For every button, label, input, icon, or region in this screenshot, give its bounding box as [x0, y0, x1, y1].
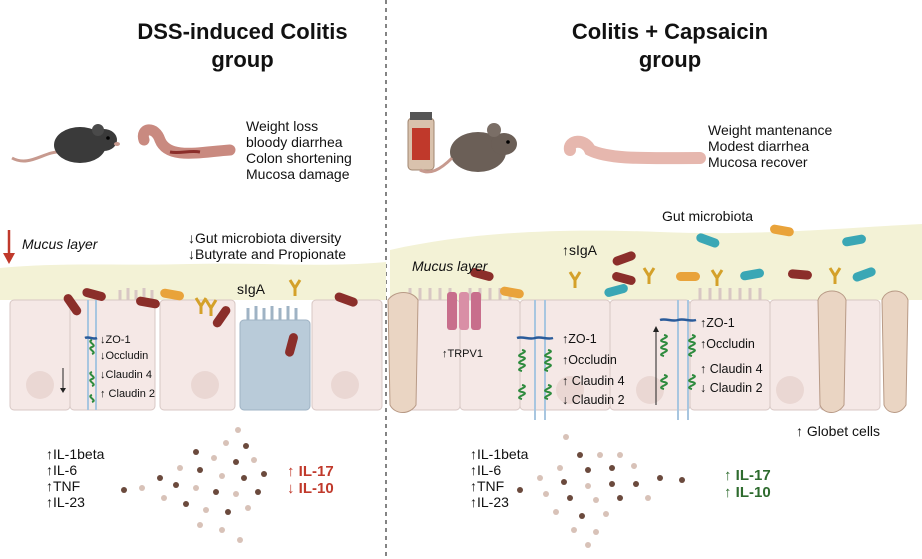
left-title-line1: DSS-induced Colitis [137, 19, 348, 44]
microbiota-note: ↓Butyrate and Propionate [188, 246, 346, 262]
trpv1-channel-icon [447, 292, 481, 330]
right-junction-labels-b: ↑ZO-1 ↑Occludin ↑ Claudin 4 ↓ Claudin 2 [700, 316, 763, 396]
junction-label: ↑ Claudin 2 [100, 388, 156, 400]
right-junction-labels-a: ↑ZO-1 ↑Occludin ↑ Claudin 4 ↓ Claudin 2 [562, 332, 625, 408]
gut-microbiota-label: Gut microbiota [662, 208, 754, 224]
trpv1-label: ↑TRPV1 [442, 348, 483, 360]
junction-label: ↓ Claudin 2 [562, 393, 625, 407]
symptom-item: Weight loss [246, 118, 319, 134]
il17-change: ↑ IL-17 [724, 467, 771, 484]
capsaicin-tube-icon [407, 112, 435, 171]
junction-label: ↓Occludin [100, 350, 149, 362]
cytokine-item: ↑IL-1beta [470, 446, 529, 462]
iga-antibody-left [194, 279, 302, 316]
bacteria-left [63, 288, 358, 357]
tight-junction-right-a [516, 300, 554, 420]
cytokine-item: ↑IL-23 [46, 494, 85, 510]
il17-change: ↑ IL-17 [287, 463, 334, 480]
goblet-cells-label: ↑ Globet cells [796, 423, 881, 439]
cytokine-item: ↑TNF [470, 478, 505, 494]
left-il-changes: ↑ IL-17 ↓ IL-10 [287, 463, 334, 497]
junction-label: ↑Occludin [562, 353, 617, 367]
microbiota-note: ↓Gut microbiota diversity [188, 230, 342, 246]
symptom-item: bloody diarrhea [246, 134, 343, 150]
cytokine-item: ↑IL-6 [470, 462, 502, 478]
left-symptom-list: Weight loss bloody diarrhea Colon shorte… [246, 118, 352, 182]
right-siga-label: ↑sIgA [562, 242, 598, 258]
sick-mouse-icon [11, 124, 120, 163]
left-siga-label: sIgA [237, 281, 266, 297]
il10-change: ↑ IL-10 [724, 484, 771, 501]
symptom-item: Mucosa damage [246, 166, 350, 182]
cytokine-item: ↑TNF [46, 478, 81, 494]
mucus-layer-left [0, 262, 386, 300]
junction-label: ↓ZO-1 [100, 334, 131, 346]
recovering-mouse-icon [419, 123, 517, 174]
il10-change: ↓ IL-10 [287, 480, 334, 497]
junction-label: ↑ZO-1 [562, 332, 597, 346]
epithelium-left [9, 288, 383, 411]
healthy-colon-icon [563, 135, 706, 165]
cytokine-cloud-left [121, 427, 267, 543]
symptom-item: Modest diarrhea [708, 138, 810, 154]
goblet-cells [387, 290, 909, 413]
junction-label: ↑ Claudin 4 [700, 362, 763, 376]
tight-junction-right-b [653, 300, 697, 420]
left-title-line2: group [211, 47, 274, 72]
right-panel-title: Colitis + Capsaicin group [540, 18, 800, 74]
right-mucus-label: Mucus layer [412, 258, 488, 274]
junction-label: ↓ Claudin 2 [700, 381, 763, 395]
junction-label: ↑ Claudin 4 [562, 374, 625, 388]
right-symptom-list: Weight mantenance Modest diarrhea Mucosa… [708, 122, 832, 170]
cytokine-item: ↑IL-6 [46, 462, 78, 478]
mucus-decrease-arrow [3, 230, 15, 264]
epithelium-right [399, 288, 881, 411]
right-cytokine-list: ↑IL-1beta ↑IL-6 ↑TNF ↑IL-23 [470, 446, 528, 510]
damaged-colon-icon [137, 124, 236, 159]
cytokine-item: ↑IL-23 [470, 494, 509, 510]
right-title-line2: group [638, 47, 702, 72]
junction-label: ↑Occludin [700, 337, 755, 351]
left-junction-labels: ↓ZO-1 ↓Occludin ↓Claudin 4 ↑ Claudin 2 [100, 334, 155, 401]
left-mucus-label: Mucus layer [22, 236, 98, 252]
symptom-item: Mucosa recover [708, 154, 808, 170]
junction-label: ↑ZO-1 [700, 316, 735, 330]
right-il-changes: ↑ IL-17 ↑ IL-10 [724, 467, 771, 501]
right-title-line1: Colitis + Capsaicin [571, 19, 769, 44]
left-cytokine-list: ↑IL-1beta ↑IL-6 ↑TNF ↑IL-23 [46, 446, 104, 510]
iga-antibody-right [568, 267, 842, 288]
junction-label: ↓Claudin 4 [100, 369, 152, 381]
left-microbiota-notes: ↓Gut microbiota diversity ↓Butyrate and … [188, 230, 346, 262]
left-panel-title: DSS-induced Colitis group [130, 18, 355, 74]
mucus-layer-right [390, 224, 922, 300]
cytokine-cloud-right [517, 434, 685, 548]
symptom-item: Weight mantenance [708, 122, 833, 138]
bacteria-right [470, 224, 876, 299]
cytokine-item: ↑IL-1beta [46, 446, 105, 462]
symptom-item: Colon shortening [246, 150, 352, 166]
